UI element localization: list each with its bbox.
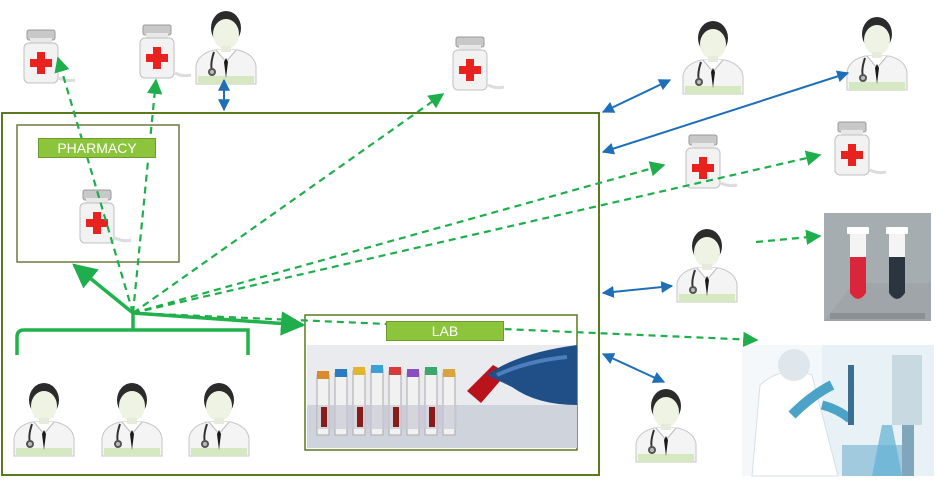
dashed-arrow: [755, 229, 822, 245]
medicine-bottle-icon: [22, 28, 77, 85]
doctor-icon: [195, 10, 257, 85]
doctor-icon: [682, 20, 744, 95]
blood-sample-photo: [307, 345, 577, 448]
hospital-frame: [1, 112, 600, 476]
double-arrow: [601, 79, 672, 113]
lab-label: LAB: [386, 321, 504, 341]
dashed-arrow: [131, 78, 163, 314]
lab-photo: [742, 345, 934, 477]
solid-arrow-pharmacy: [72, 263, 135, 315]
medicine-bottle-icon: [451, 35, 506, 92]
pharmacy-box: [16, 124, 180, 263]
double-arrow: [601, 281, 674, 298]
double-arrow: [601, 353, 666, 383]
medicine-bottle-icon: [833, 120, 888, 177]
dashed-arrow: [54, 56, 135, 314]
doctors-bracket: [15, 328, 250, 355]
doctor-icon: [676, 228, 738, 303]
doctor-icon: [101, 382, 163, 457]
dashed-arrow: [132, 150, 822, 315]
doctor-icon: [846, 16, 908, 91]
doctor-icon: [13, 382, 75, 457]
doctor-icon: [188, 382, 250, 457]
dashed-arrow: [132, 161, 666, 315]
pharmacy-label: PHARMACY: [38, 138, 156, 158]
doctor-icon: [635, 388, 697, 463]
dashed-arrow: [132, 93, 445, 314]
medicine-bottle-icon: [138, 23, 193, 80]
double-arrow: [601, 70, 850, 155]
test-tubes-icon: [824, 213, 931, 321]
